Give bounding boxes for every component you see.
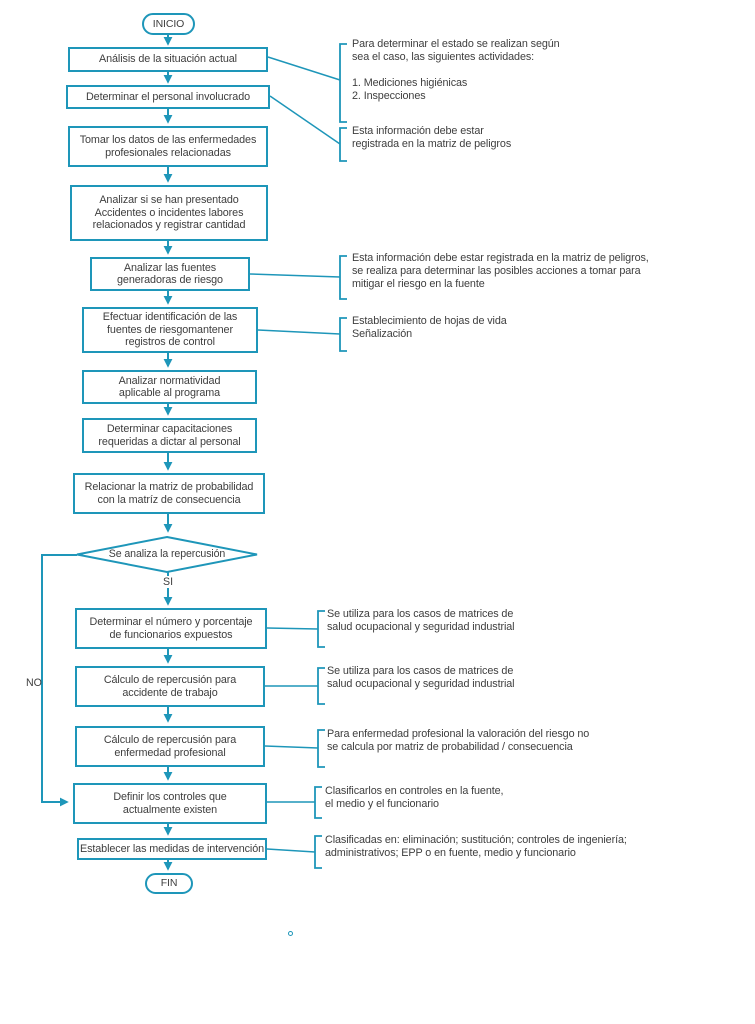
annotation-bracket: [339, 255, 347, 300]
annotation-connector: [269, 95, 341, 145]
annotation-bracket: [339, 43, 347, 123]
annotation-matriz-peligros: Esta información debe estar registrada e…: [352, 125, 512, 150]
decision-label: Se analiza la repercusión: [108, 548, 226, 560]
annotation-matrices-salud-1: Se utiliza para los casos de matrices de…: [327, 608, 515, 633]
annotation-valoracion-riesgo: Para enfermedad profesional la valoració…: [327, 728, 590, 753]
annotation-clasificar-controles: Clasificarlos en controles en la fuente,…: [325, 785, 504, 810]
step-datos-enfermedades: Tomar los datos de las enfermedades prof…: [68, 126, 268, 167]
annotation-clasificacion-medidas: Clasificadas en: eliminación; sustitució…: [325, 834, 627, 859]
yes-branch-label: SI: [161, 576, 176, 588]
annotation-bracket: [314, 786, 322, 819]
annotation-hojas-vida: Establecimiento de hojas de vida Señaliz…: [352, 315, 507, 340]
annotation-situacion: Para determinar el estado se realizan se…: [352, 38, 560, 102]
step-accidentes-incidentes: Analizar si se han presentado Accidentes…: [70, 185, 268, 241]
annotation-connector: [249, 273, 341, 278]
annotation-brackets: [314, 43, 347, 869]
decision-diamond-shape: [76, 535, 258, 574]
annotation-bracket: [317, 667, 325, 705]
start-terminal: INICIO: [142, 13, 195, 35]
annotation-bracket: [339, 317, 347, 352]
annotation-bracket: [339, 127, 347, 162]
annotation-matrices-salud-2: Se utiliza para los casos de matrices de…: [327, 665, 515, 690]
step-medidas-intervencion: Establecer las medidas de intervención: [77, 838, 267, 860]
annotation-acciones-fuente: Esta información debe estar registrada e…: [352, 252, 649, 290]
step-numero-porcentaje: Determinar el número y porcentaje de fun…: [75, 608, 267, 649]
step-definir-controles: Definir los controles que actualmente ex…: [73, 783, 267, 824]
annotation-connector: [264, 745, 319, 749]
step-analisis-situacion: Análisis de la situación actual: [68, 47, 268, 72]
annotation-bracket: [317, 729, 325, 768]
no-branch-line: [41, 554, 77, 807]
end-terminal: FIN: [145, 873, 193, 894]
no-branch-label: NO: [26, 677, 42, 689]
annotation-connector: [257, 329, 341, 335]
annotation-connectors: [249, 56, 341, 853]
step-matriz-probabilidad: Relacionar la matriz de probabilidad con…: [73, 473, 265, 514]
stray-dot: [288, 931, 293, 936]
annotation-bracket: [317, 610, 325, 648]
step-identificacion-fuentes: Efectuar identificación de las fuentes d…: [82, 307, 258, 353]
annotation-connector: [267, 56, 341, 81]
annotation-connector: [266, 848, 316, 853]
step-repercusion-enfermedad: Cálculo de repercusión para enfermedad p…: [75, 726, 265, 767]
step-normatividad: Analizar normatividad aplicable al progr…: [82, 370, 257, 404]
step-capacitaciones: Determinar capacitaciones requeridas a d…: [82, 418, 257, 453]
annotation-bracket: [314, 835, 322, 869]
annotation-connector: [266, 627, 319, 630]
step-personal-involucrado: Determinar el personal involucrado: [66, 85, 270, 109]
step-repercusion-accidente: Cálculo de repercusión para accidente de…: [75, 666, 265, 707]
step-fuentes-riesgo: Analizar las fuentes generadoras de ries…: [90, 257, 250, 291]
